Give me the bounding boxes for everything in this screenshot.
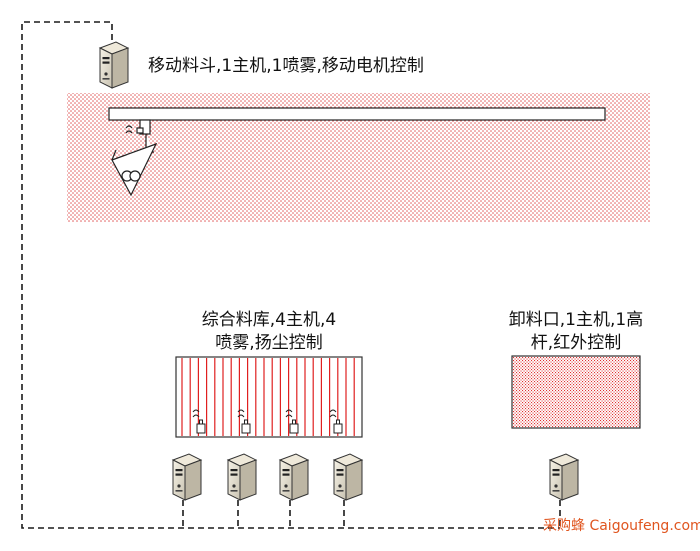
label-unloading-line2: 杆,红外控制: [530, 333, 622, 353]
label-unloading: 卸料口,1主机,1高 杆,红外控制: [492, 309, 660, 355]
warehouse-area: [175, 356, 363, 438]
host-mobile-hopper-icon[interactable]: [99, 41, 129, 89]
host-unloading-icon[interactable]: [549, 453, 579, 501]
sprayer-1-icon: [192, 409, 206, 434]
watermark: 采购蜂 Caigoufeng.com: [543, 518, 700, 534]
sprayer-4-icon: [329, 409, 343, 434]
label-unloading-line1: 卸料口,1主机,1高: [508, 310, 644, 330]
overhead-rail: [108, 107, 606, 121]
label-warehouse-line1: 综合料库,4主机,4: [201, 310, 337, 330]
host-warehouse-4-icon[interactable]: [333, 453, 363, 501]
hopper-icon: [111, 119, 158, 197]
dashed-network-line: [21, 21, 561, 529]
unloading-area: [511, 355, 641, 429]
label-mobile-hopper: 移动料斗,1主机,1喷雾,移动电机控制: [148, 56, 424, 76]
host-warehouse-2-icon[interactable]: [227, 453, 257, 501]
sprayer-2-icon: [237, 409, 251, 434]
host-warehouse-1-icon[interactable]: [172, 453, 202, 501]
sprayer-3-icon: [285, 409, 299, 434]
host-warehouse-3-icon[interactable]: [279, 453, 309, 501]
label-warehouse: 综合料库,4主机,4 喷雾,扬尘控制: [176, 309, 362, 355]
label-warehouse-line2: 喷雾,扬尘控制: [215, 333, 323, 353]
